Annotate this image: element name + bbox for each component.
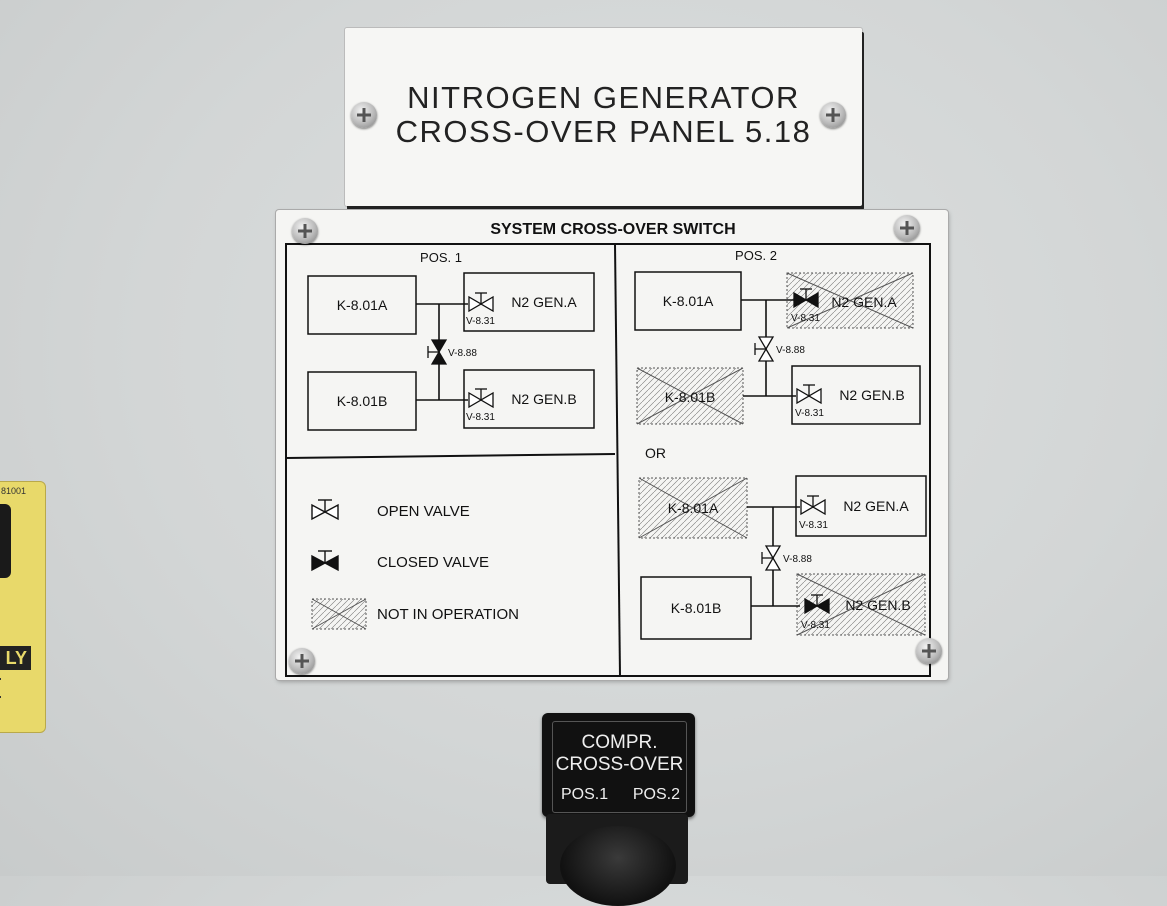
pos1-gen-a-box	[463, 272, 595, 332]
open-valve-icon	[761, 545, 782, 571]
sticker-dash	[0, 696, 1, 698]
legend-not-in-operation: NOT IN OPERATION	[377, 606, 519, 623]
warning-sticker: 81001 LY	[0, 481, 46, 733]
pos2b-valve-b-tag: V-8.31	[801, 620, 830, 631]
switch-pos2-label: POS.2	[632, 786, 680, 803]
closed-valve-icon	[311, 550, 339, 572]
divider-vertical	[614, 243, 621, 677]
pos1-valve-b-tag: V-8.31	[466, 412, 495, 423]
pos2a-gen-b-label: N2 GEN.B	[839, 387, 904, 403]
pos1-compressor-b-box	[307, 371, 417, 431]
pos1-compressor-a-label: K-8.01A	[337, 297, 388, 313]
title-plate: NITROGEN GENERATOR CROSS-OVER PANEL 5.18	[345, 28, 862, 206]
pos1-compressor-a-box	[307, 275, 417, 335]
screw-icon	[894, 215, 920, 241]
title-line-2: CROSS-OVER PANEL 5.18	[395, 114, 812, 149]
pos2b-valve-a-tag: V-8.31	[799, 520, 828, 531]
switch-pos1-label: POS.1	[561, 786, 609, 803]
pos2b-compressor-a-label: K-8.01A	[668, 500, 719, 516]
sticker-dash	[0, 678, 1, 680]
switch-label-frame: COMPR. CROSS-OVER POS.1 POS.2	[552, 721, 687, 813]
pos2b-crossover-valve-tag: V-8.88	[783, 554, 812, 565]
screw-icon	[351, 102, 377, 128]
pos2a-compressor-a-label: K-8.01A	[663, 293, 714, 309]
or-label: OR	[645, 445, 666, 461]
crossover-diagram-panel: SYSTEM CROSS-OVER SWITCH POS. 1 K-8.01A …	[276, 210, 948, 680]
pos2a-crossover-valve-tag: V-8.88	[776, 345, 805, 356]
switch-label-line-1: COMPR.	[581, 732, 658, 753]
not-in-operation-icon	[311, 598, 367, 630]
pos2a-compressor-a-box	[634, 271, 742, 331]
screw-icon	[916, 638, 942, 664]
screw-icon	[820, 102, 846, 128]
pos1-gen-b-box	[463, 369, 595, 429]
open-valve-icon	[311, 499, 339, 521]
pos2a-valve-a-tag: V-8.31	[791, 313, 820, 324]
panel-heading: SYSTEM CROSS-OVER SWITCH	[490, 221, 735, 238]
open-valve-icon	[796, 384, 822, 405]
closed-valve-icon	[793, 288, 819, 309]
pos1-gen-a-label: N2 GEN.A	[511, 294, 577, 310]
compressor-crossover-switch-plate: COMPR. CROSS-OVER POS.1 POS.2	[542, 713, 695, 817]
pos2b-compressor-a-not-in-operation	[638, 477, 748, 539]
pos2b-gen-a-box	[795, 475, 927, 537]
screw-icon	[292, 218, 318, 244]
sticker-code: 81001	[1, 486, 27, 496]
selector-switch-knob[interactable]	[560, 826, 676, 906]
legend-open-valve: OPEN VALVE	[377, 503, 470, 520]
pos2-label: POS. 2	[735, 248, 777, 263]
open-valve-icon	[800, 495, 826, 516]
pos1-compressor-b-label: K-8.01B	[337, 393, 388, 409]
pos1-label: POS. 1	[420, 250, 462, 265]
sticker-band: LY	[0, 646, 31, 670]
pos2a-gen-a-label: N2 GEN.A	[831, 294, 897, 310]
title-line-1: NITROGEN GENERATOR	[407, 80, 800, 115]
pos2a-compressor-b-label: K-8.01B	[665, 389, 716, 405]
closed-valve-icon	[427, 339, 448, 365]
pos2b-compressor-b-label: K-8.01B	[671, 600, 722, 616]
open-valve-icon	[468, 388, 494, 409]
divider-horizontal	[285, 453, 616, 459]
legend-closed-valve: CLOSED VALVE	[377, 554, 489, 571]
pos2a-gen-b-box	[791, 365, 921, 425]
pos1-crossover-valve-tag: V-8.88	[448, 348, 477, 359]
diagram-svg: SYSTEM CROSS-OVER SWITCH POS. 1 K-8.01A …	[285, 221, 931, 677]
screw-icon	[289, 648, 315, 674]
pos1-gen-b-label: N2 GEN.B	[511, 391, 576, 407]
closed-valve-icon	[804, 594, 830, 615]
pos2a-compressor-b-not-in-operation	[636, 367, 744, 425]
pos2b-compressor-b-box	[640, 576, 752, 640]
open-valve-icon	[754, 336, 775, 362]
pos1-valve-a-tag: V-8.31	[466, 316, 495, 327]
open-valve-icon	[468, 292, 494, 313]
pos2b-gen-b-label: N2 GEN.B	[845, 597, 910, 613]
pos2a-valve-b-tag: V-8.31	[795, 408, 824, 419]
switch-label-line-2: CROSS-OVER	[555, 754, 684, 775]
panel-frame	[285, 243, 931, 677]
pos2b-gen-a-label: N2 GEN.A	[843, 498, 909, 514]
sticker-symbol	[0, 504, 11, 578]
